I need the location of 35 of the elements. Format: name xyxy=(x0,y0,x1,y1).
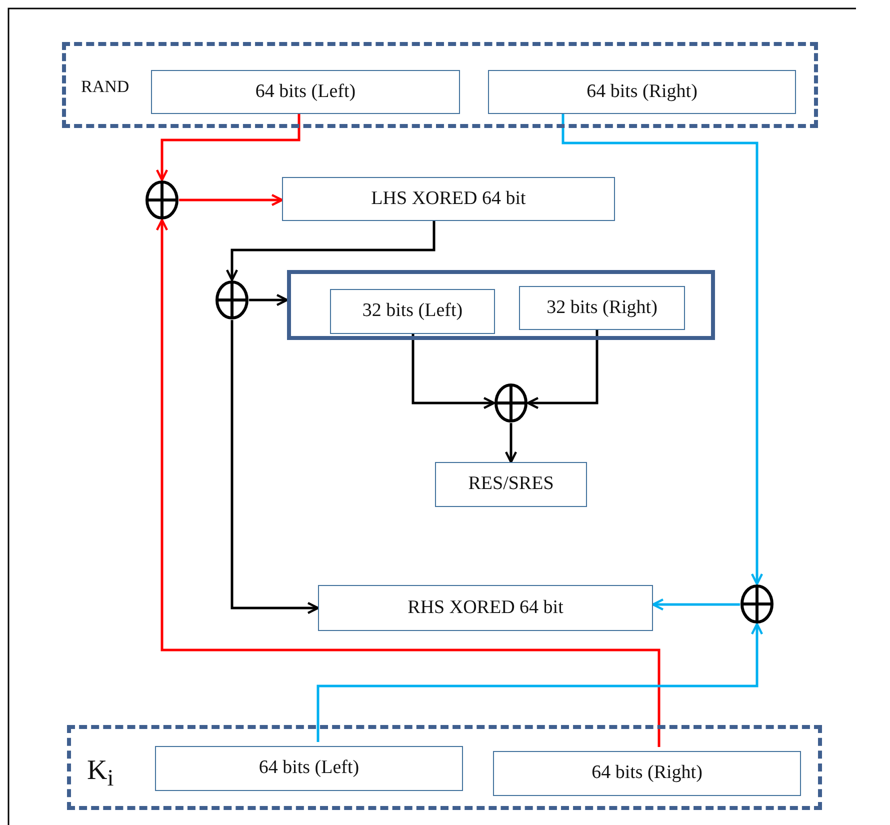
group-box xyxy=(287,270,715,340)
arrow xyxy=(652,598,740,611)
box-label: LHS XORED 64 bit xyxy=(371,188,526,210)
group-box xyxy=(67,725,822,810)
box-label: 32 bits (Left) xyxy=(362,301,463,322)
group-box xyxy=(62,42,818,128)
box-label: 64 bits (Right) xyxy=(586,82,698,102)
process-box xyxy=(318,585,653,631)
process-box xyxy=(282,177,615,221)
process-box xyxy=(493,751,801,796)
box-label: RHS XORED 64 bit xyxy=(408,598,564,618)
arrow xyxy=(249,294,288,306)
arrow xyxy=(230,320,320,614)
group-label: RAND xyxy=(81,78,130,95)
box-label: 64 bits (Right) xyxy=(592,763,702,784)
process-box xyxy=(330,289,495,334)
box-label: RES/SRES xyxy=(468,474,554,495)
xor-symbol xyxy=(740,584,774,624)
arrow xyxy=(316,622,764,742)
arrow xyxy=(504,423,518,464)
xor-symbol xyxy=(145,180,179,220)
box-label: 64 bits (Left) xyxy=(255,82,356,102)
box-label: 32 bits (Right) xyxy=(546,298,658,318)
process-box xyxy=(435,462,587,507)
box-label: 64 bits (Left) xyxy=(258,758,360,779)
process-box xyxy=(488,70,796,114)
process-box xyxy=(151,70,460,114)
group-label: K$_{i}$ xyxy=(87,757,114,791)
xor-symbol xyxy=(215,280,249,320)
arrow xyxy=(179,194,284,206)
arrow xyxy=(156,218,660,747)
process-box xyxy=(519,286,685,330)
xor-symbol xyxy=(494,383,528,423)
process-box xyxy=(155,746,463,791)
arrow xyxy=(226,221,436,282)
